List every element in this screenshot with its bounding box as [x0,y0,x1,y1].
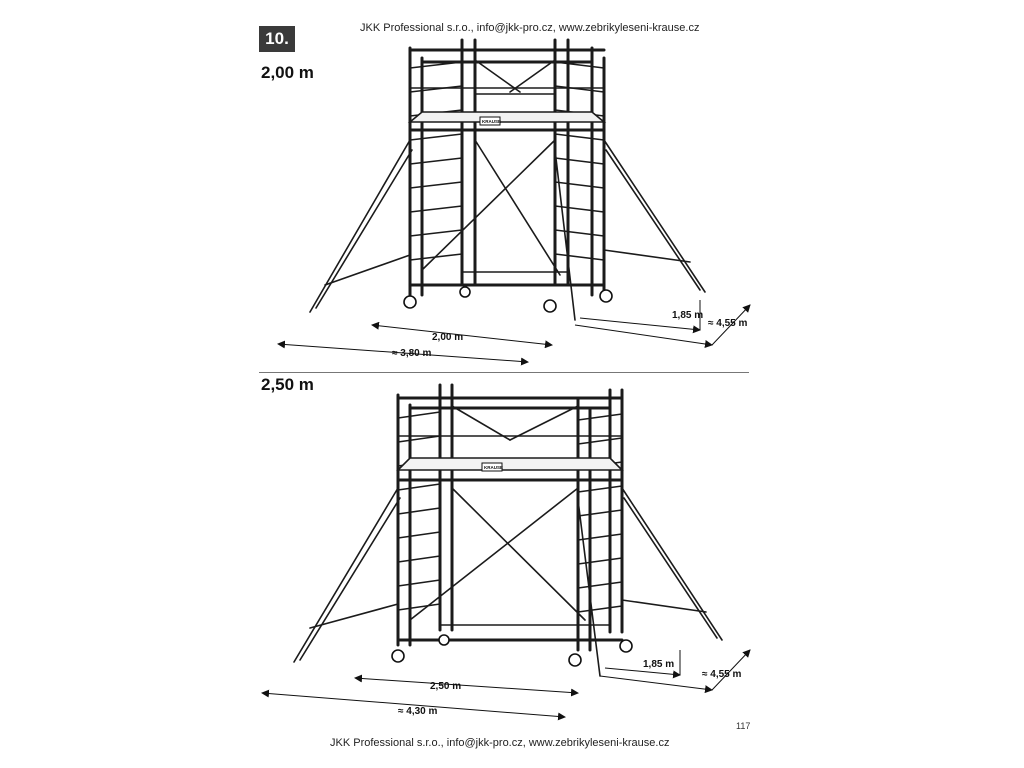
dim-width-2-5m: 1,85 m [643,659,674,670]
dim-base-length-2-5m: ≈ 4,30 m [398,706,438,717]
page-number: 117 [736,721,751,731]
scaffold-2m-drawing: KRAUSE [309,38,706,321]
dimensions-2-5m: 2,50 m ≈ 4,30 m 1,85 m ≈ 4,55 m [261,649,751,721]
section-title-2-5m: 2,50 m [261,375,314,394]
dim-base-length-2m: ≈ 3,80 m [392,348,432,359]
section-divider [259,372,749,373]
section-title-2m: 2,00 m [261,63,314,82]
dim-length-2-5m: 2,50 m [430,681,461,692]
dim-base-width-2m: ≈ 4,55 m [708,318,748,329]
brand-logo-2m: KRAUSE [482,119,501,124]
page-header: JKK Professional s.r.o., info@jkk-pro.cz… [360,22,700,34]
dim-base-width-2-5m: ≈ 4,55 m [702,669,742,680]
dim-length-2m: 2,00 m [432,332,463,343]
step-number-badge: 10. [259,26,295,52]
scaffold-2-5m-drawing: KRAUSE [293,383,723,677]
dimensions-2m: 2,00 m ≈ 3,80 m 1,85 m ≈ 4,55 m [277,300,751,366]
brand-logo-2-5m: KRAUSE [484,465,503,470]
page-footer: JKK Professional s.r.o., info@jkk-pro.cz… [330,737,670,749]
dim-width-2m: 1,85 m [672,310,703,321]
